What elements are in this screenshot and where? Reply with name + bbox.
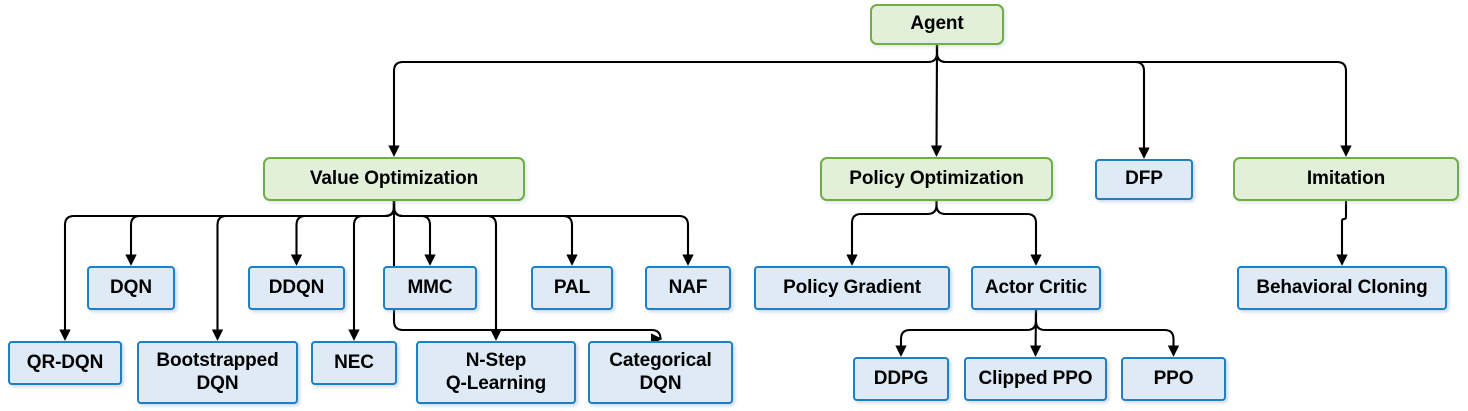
edge-value-optimization-to-mmc: [392, 201, 436, 266]
edge-value-optimization-to-pal: [392, 201, 578, 266]
node-imitation[interactable]: Imitation: [1233, 157, 1459, 201]
node-mmc[interactable]: MMC: [383, 266, 477, 310]
node-label-clipped-ppo: Clipped PPO: [978, 367, 1093, 389]
node-label-bootstrapped-dqn: Bootstrapped DQN: [156, 350, 279, 394]
node-label-dqn: DQN: [110, 276, 152, 298]
node-label-policy-optimization: Policy Optimization: [849, 167, 1024, 189]
node-policy-gradient[interactable]: Policy Gradient: [754, 266, 950, 310]
node-label-value-optimization: Value Optimization: [309, 167, 479, 189]
node-ddqn[interactable]: DDQN: [248, 266, 345, 310]
edge-actor-critic-to-ppo: [1034, 310, 1180, 357]
node-value-optimization[interactable]: Value Optimization: [263, 157, 525, 201]
node-label-n-step-q-learning: N-Step Q-Learning: [445, 350, 547, 394]
edge-agent-to-dfp: [935, 45, 1150, 159]
node-label-agent: Agent: [910, 13, 964, 35]
node-label-naf: NAF: [668, 276, 708, 298]
node-label-pal: PAL: [553, 276, 591, 298]
node-label-imitation: Imitation: [1306, 167, 1386, 189]
node-qr-dqn[interactable]: QR-DQN: [8, 341, 122, 385]
node-ppo[interactable]: PPO: [1121, 357, 1226, 401]
node-label-qr-dqn: QR-DQN: [26, 351, 104, 373]
node-nec[interactable]: NEC: [311, 341, 397, 385]
node-label-mmc: MMC: [407, 276, 453, 298]
node-label-policy-gradient: Policy Gradient: [783, 276, 921, 298]
edge-value-optimization-to-ddqn: [290, 201, 396, 266]
node-ddpg[interactable]: DDPG: [853, 357, 949, 401]
node-naf[interactable]: NAF: [645, 266, 731, 310]
node-dfp[interactable]: DFP: [1095, 159, 1193, 200]
node-dqn[interactable]: DQN: [87, 266, 175, 310]
node-agent[interactable]: Agent: [870, 4, 1004, 45]
node-label-ddqn: DDQN: [268, 276, 325, 298]
node-n-step-q-learning[interactable]: N-Step Q-Learning: [416, 341, 576, 404]
edge-agent-to-policy-optimization: [930, 44, 943, 157]
edge-agent-to-imitation: [935, 45, 1352, 157]
edge-actor-critic-to-ddpg: [895, 310, 1038, 357]
node-pal[interactable]: PAL: [531, 266, 613, 310]
edge-value-optimization-to-dqn: [125, 201, 396, 266]
node-categorical-dqn[interactable]: Categorical DQN: [588, 341, 733, 404]
edge-agent-to-value-optimization: [388, 45, 939, 157]
edge-policy-optimization-to-policy-gradient: [846, 201, 938, 266]
node-clipped-ppo[interactable]: Clipped PPO: [964, 357, 1107, 401]
edge-actor-critic-to-clipped-ppo: [1029, 309, 1042, 357]
node-label-ppo: PPO: [1153, 367, 1194, 389]
edge-imitation-to-behavioral-cloning: [1336, 201, 1348, 266]
edge-value-optimization-to-naf: [392, 201, 694, 266]
node-bootstrapped-dqn[interactable]: Bootstrapped DQN: [137, 341, 298, 404]
node-label-actor-critic: Actor Critic: [984, 276, 1088, 298]
node-behavioral-cloning[interactable]: Behavioral Cloning: [1237, 266, 1447, 310]
node-label-nec: NEC: [334, 351, 374, 373]
edge-policy-optimization-to-actor-critic: [935, 201, 1042, 266]
node-actor-critic[interactable]: Actor Critic: [971, 266, 1101, 310]
node-policy-optimization[interactable]: Policy Optimization: [820, 157, 1053, 201]
node-label-dfp: DFP: [1125, 168, 1163, 190]
node-label-categorical-dqn: Categorical DQN: [609, 350, 712, 394]
node-label-ddpg: DDPG: [873, 367, 929, 389]
node-label-behavioral-cloning: Behavioral Cloning: [1256, 276, 1428, 298]
